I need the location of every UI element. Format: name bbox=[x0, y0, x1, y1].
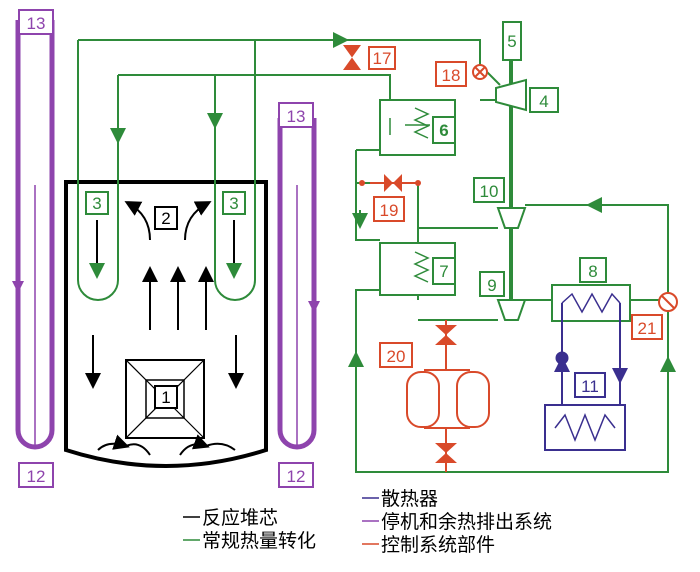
heat-exchange-loop-right bbox=[214, 40, 256, 301]
label-18: 18 bbox=[442, 66, 461, 85]
residual-heat-right bbox=[277, 118, 317, 450]
valve-17 bbox=[343, 45, 396, 70]
precooler-7 bbox=[379, 242, 456, 296]
label-12-right: 12 bbox=[287, 467, 306, 486]
label-13-right: 13 bbox=[287, 107, 306, 126]
label-17: 17 bbox=[373, 49, 392, 68]
compressor-9 bbox=[496, 299, 527, 321]
compressor-10 bbox=[496, 207, 527, 229]
legend-item-radiator: 散热器 bbox=[381, 488, 438, 510]
label-13-left: 13 bbox=[27, 14, 46, 33]
reactor-core bbox=[125, 359, 205, 439]
label-5: 5 bbox=[507, 32, 516, 51]
label-9: 9 bbox=[487, 276, 496, 295]
label-19: 19 bbox=[380, 201, 399, 220]
control-valve-21 bbox=[631, 292, 678, 340]
legend-item-shutdown: 停机和余热排出系统 bbox=[381, 511, 552, 533]
label-3-left: 3 bbox=[92, 194, 101, 213]
label-3-right: 3 bbox=[229, 194, 238, 213]
label-20: 20 bbox=[387, 347, 406, 366]
pump-icon bbox=[555, 351, 569, 365]
legend-item-core: 反应堆芯 bbox=[202, 507, 278, 529]
cooler-8 bbox=[551, 257, 631, 322]
residual-heat-left bbox=[15, 20, 55, 450]
label-21: 21 bbox=[638, 319, 657, 338]
control-valve-18 bbox=[435, 61, 488, 87]
recuperator-6 bbox=[379, 99, 456, 156]
turbine bbox=[495, 78, 527, 112]
legend: 反应堆芯 常规热量转化 散热器 停机和余热排出系统 控制系统部件 bbox=[183, 488, 552, 556]
label-7: 7 bbox=[439, 262, 448, 281]
legend-item-control: 控制系统部件 bbox=[381, 534, 495, 556]
label-1: 1 bbox=[161, 388, 170, 407]
bypass-valve-19 bbox=[359, 174, 421, 222]
label-6: 6 bbox=[439, 121, 448, 140]
radiator-11 bbox=[544, 372, 626, 451]
label-12-left: 12 bbox=[27, 467, 46, 486]
storage-tanks-20 bbox=[379, 320, 490, 472]
label-8: 8 bbox=[588, 262, 597, 281]
label-10: 10 bbox=[480, 182, 499, 201]
label-2: 2 bbox=[161, 209, 170, 228]
legend-item-conversion: 常规热量转化 bbox=[202, 530, 316, 552]
label-4: 4 bbox=[539, 92, 548, 111]
coolant-flow-arrows bbox=[85, 201, 244, 456]
label-11: 11 bbox=[581, 377, 599, 396]
heat-exchange-loop-left bbox=[77, 40, 119, 301]
generator bbox=[502, 21, 522, 61]
reactor-vessel bbox=[64, 180, 268, 468]
